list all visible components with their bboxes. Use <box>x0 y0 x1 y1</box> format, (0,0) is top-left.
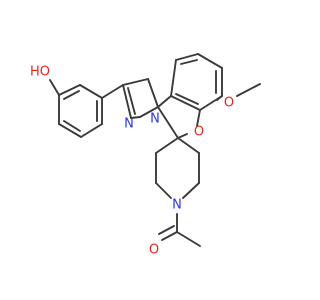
pyrazoline-imine-nitrogen-label: N <box>124 117 134 132</box>
bond-pyrazoline-1 <box>122 78 149 86</box>
bond-bridge-aryl <box>157 95 172 108</box>
hydroxyl-label: HO <box>30 65 50 80</box>
atom-labels: HO O O N N N O <box>30 65 234 258</box>
bond-phenol-inner-1 <box>63 90 80 100</box>
bond-methoxy-o <box>216 95 223 101</box>
bond-pyrazoline-4 <box>130 116 141 119</box>
bond-benzo-1 <box>170 59 177 97</box>
bond-piperidine-6 <box>177 137 200 154</box>
bond-piperidine-1 <box>155 137 179 154</box>
bond-benzo-2 <box>175 53 199 61</box>
piperidine-nitrogen-label: N <box>172 198 182 213</box>
bond-acetyl-co-1 <box>161 231 178 241</box>
bond-phenol-4 <box>80 123 103 138</box>
bond-benzo-inner-1 <box>180 59 198 65</box>
bond-lines <box>49 53 261 247</box>
ring-oxygen-label: O <box>194 125 204 140</box>
bond-pyrazoline-3 <box>139 106 159 118</box>
bond-aryl-pyrazoline <box>101 84 124 99</box>
bond-piperidine-3 <box>155 182 172 199</box>
bond-pyrazoline-cn-double <box>127 87 136 115</box>
methoxy-oxygen-label: O <box>224 96 234 111</box>
bond-phenol-oh <box>49 79 60 96</box>
molecule-structure-diagram: HO O O N N N O <box>30 53 261 258</box>
bond-benzo-3 <box>197 53 223 69</box>
bond-ring-o-spiro <box>177 133 188 139</box>
bond-acetyl-ch3 <box>176 231 201 247</box>
bond-phenol-1 <box>58 84 81 96</box>
bond-benzo-6 <box>170 95 201 111</box>
bond-benzo-inner-3 <box>175 93 199 105</box>
bond-phenol-inner-3 <box>63 120 81 132</box>
bond-acetyl-co-2 <box>158 225 175 235</box>
bond-aryl-ring-o <box>196 109 201 127</box>
bond-spiro-n <box>157 106 179 139</box>
bond-pyrazoline-2 <box>147 78 159 108</box>
bond-phenol-5 <box>58 123 82 138</box>
bond-methoxy-ch3 <box>236 83 261 97</box>
bond-piperidine-4 <box>182 182 200 199</box>
carbonyl-oxygen-label: O <box>149 243 159 258</box>
bond-pyrazoline-5 <box>122 84 132 119</box>
bond-phenol-2 <box>79 84 103 99</box>
pyrazoline-bridge-nitrogen-label: N <box>150 112 160 127</box>
